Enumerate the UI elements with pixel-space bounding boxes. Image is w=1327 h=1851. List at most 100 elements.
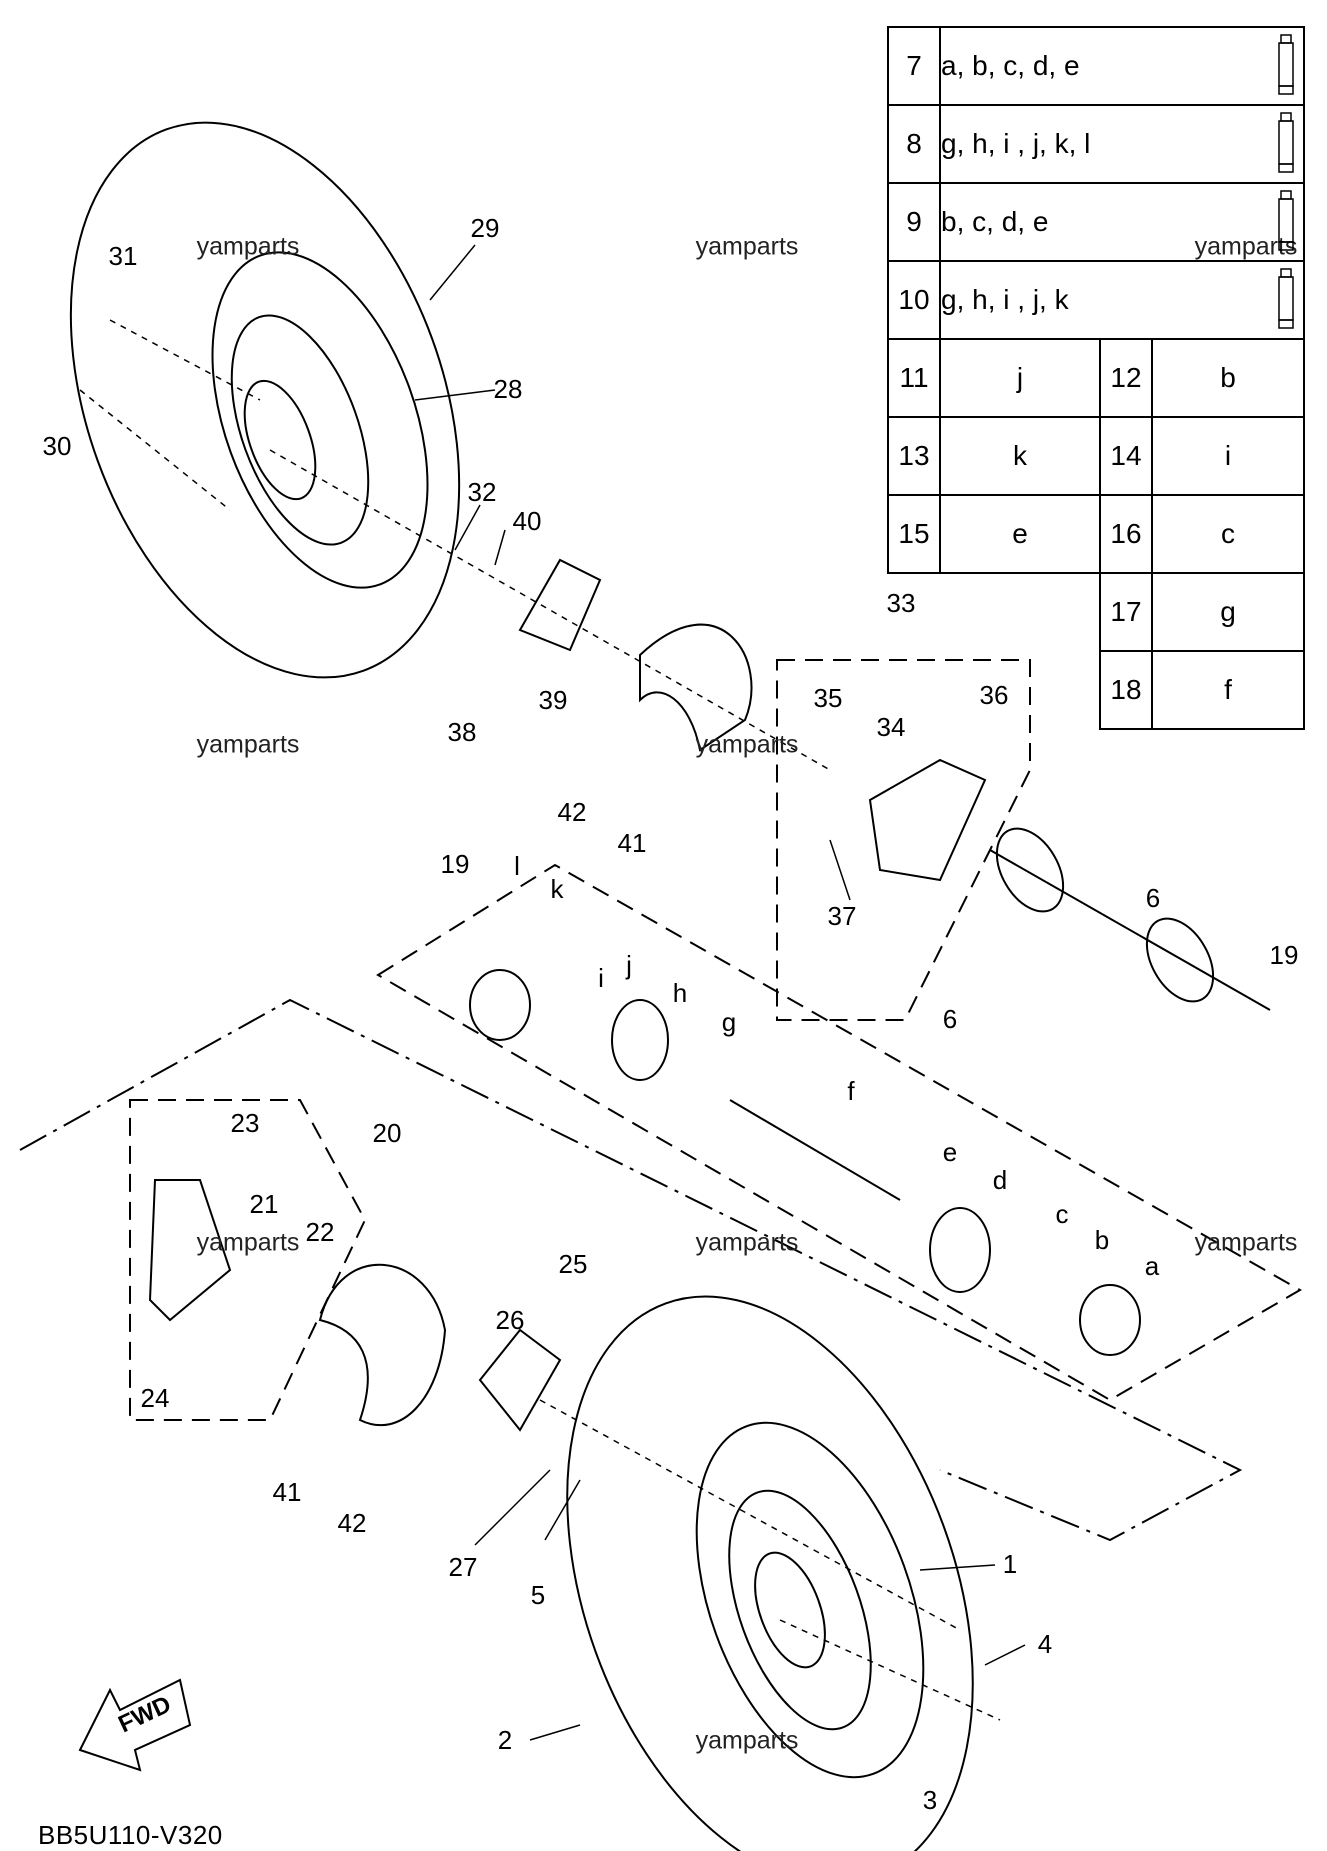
callout-27: 27	[448, 1552, 478, 1582]
diagram-code: BB5U110-V320	[38, 1820, 223, 1850]
callout-l: l	[514, 851, 520, 881]
legend-num: 17	[1099, 572, 1153, 652]
shaft-f	[729, 1099, 901, 1201]
callout-24: 24	[140, 1383, 170, 1413]
callout-40: 40	[512, 506, 542, 536]
legend-row: 9 b, c, d, e	[887, 182, 1305, 262]
callout-h: h	[672, 978, 688, 1008]
legend-num: 9	[887, 182, 941, 262]
callout-f: f	[847, 1076, 855, 1106]
callout-26: 26	[495, 1305, 525, 1335]
legend-num: 10	[887, 260, 941, 340]
callout-b: b	[1094, 1225, 1110, 1255]
upper-hub-38	[518, 558, 602, 652]
upper-brake-disc	[639, 623, 753, 752]
legend-part: f	[1151, 650, 1305, 730]
legend-row: 8 g, h, i , j, k, l	[887, 104, 1305, 184]
legend-row: 11 j 12 b	[887, 338, 1305, 418]
legend-parts: g, h, i , j, k, l	[939, 104, 1305, 184]
callout-6: 6	[1145, 883, 1161, 913]
legend-num: 11	[887, 338, 941, 418]
legend-part: g	[1151, 572, 1305, 652]
knuckle-box-20	[129, 1099, 367, 1421]
grease-tube-icon	[1278, 268, 1294, 329]
callout-36: 36	[979, 680, 1009, 710]
lower-rim-1	[695, 1421, 925, 1779]
callout-41: 41	[617, 828, 647, 858]
legend-num: 7	[887, 26, 941, 106]
callout-37: 37	[827, 901, 857, 931]
legend-part: c	[1151, 494, 1305, 574]
lubricant-legend-table: 7 a, b, c, d, e 8 g, h, i , j, k, l 9 b,…	[887, 26, 1305, 730]
upper-knuckle	[868, 758, 987, 882]
callout-3: 3	[922, 1785, 938, 1815]
legend-row: 13 k 14 i	[887, 416, 1305, 496]
watermark: yamparts	[695, 1726, 799, 1755]
grease-tube-icon	[1278, 34, 1294, 95]
callout-28: 28	[493, 374, 523, 404]
callout-39: 39	[538, 685, 568, 715]
knuckle-box-33	[776, 659, 1031, 1021]
callout-42: 42	[557, 797, 587, 827]
callout-k: k	[550, 874, 564, 904]
callout-34: 34	[876, 712, 906, 742]
watermark: yamparts	[1194, 1228, 1298, 1257]
callout-i: i	[598, 963, 604, 993]
grease-tube-icon	[1278, 112, 1294, 173]
lower-tire-2	[566, 1295, 974, 1851]
legend-num: 13	[887, 416, 941, 496]
callout-30: 30	[42, 431, 72, 461]
legend-row: 15 e 16 c	[887, 494, 1305, 574]
callout-23: 23	[230, 1108, 260, 1138]
boot-kit-box-6	[376, 863, 1303, 1402]
legend-part: b	[1151, 338, 1305, 418]
legend-parts: b, c, d, e	[939, 182, 1305, 262]
legend-row: 10 g, h, i , j, k	[887, 260, 1305, 340]
callout-32: 32	[467, 477, 497, 507]
fwd-arrow-icon	[78, 1678, 192, 1772]
callout-c: c	[1055, 1199, 1069, 1229]
callout-42: 42	[337, 1508, 367, 1538]
watermark: yamparts	[695, 730, 799, 759]
callout-22: 22	[305, 1217, 335, 1247]
upper-tire-29	[69, 121, 461, 679]
legend-row: 7 a, b, c, d, e	[887, 26, 1305, 106]
watermark: yamparts	[196, 232, 300, 261]
callout-20: 20	[372, 1118, 402, 1148]
callout-j: j	[626, 950, 632, 980]
callout-19: 19	[1269, 940, 1299, 970]
legend-part: k	[939, 416, 1101, 496]
callout-21: 21	[249, 1189, 279, 1219]
callout-38: 38	[447, 717, 477, 747]
legend-num: 14	[1099, 416, 1153, 496]
callout-g: g	[721, 1007, 737, 1037]
callout-35: 35	[813, 683, 843, 713]
lower-brake-disc	[318, 1264, 447, 1426]
lower-knuckle	[148, 1179, 232, 1322]
assembly-boundary	[19, 998, 1243, 1542]
legend-row: 18 f	[888, 650, 1305, 730]
legend-parts: a, b, c, d, e	[939, 26, 1305, 106]
callout-d: d	[992, 1165, 1008, 1195]
watermark: yamparts	[695, 232, 799, 261]
legend-num: 12	[1099, 338, 1153, 418]
callout-41: 41	[272, 1477, 302, 1507]
callout-4: 4	[1037, 1629, 1053, 1659]
callout-2: 2	[497, 1725, 513, 1755]
legend-num: 16	[1099, 494, 1153, 574]
upper-rim-28	[211, 251, 429, 589]
legend-num: 18	[1099, 650, 1153, 730]
callout-19: 19	[440, 849, 470, 879]
callout-1: 1	[1002, 1549, 1018, 1579]
callout-31: 31	[108, 241, 138, 271]
watermark: yamparts	[196, 730, 300, 759]
lower-hub-25	[478, 1328, 562, 1432]
upper-driveshaft-6	[989, 849, 1271, 1011]
legend-num: 15	[887, 494, 941, 574]
legend-row: 17 g	[888, 572, 1305, 652]
legend-part: j	[939, 338, 1101, 418]
watermark: yamparts	[695, 1228, 799, 1257]
callout-33: 33	[886, 588, 916, 618]
callout-5: 5	[530, 1580, 546, 1610]
